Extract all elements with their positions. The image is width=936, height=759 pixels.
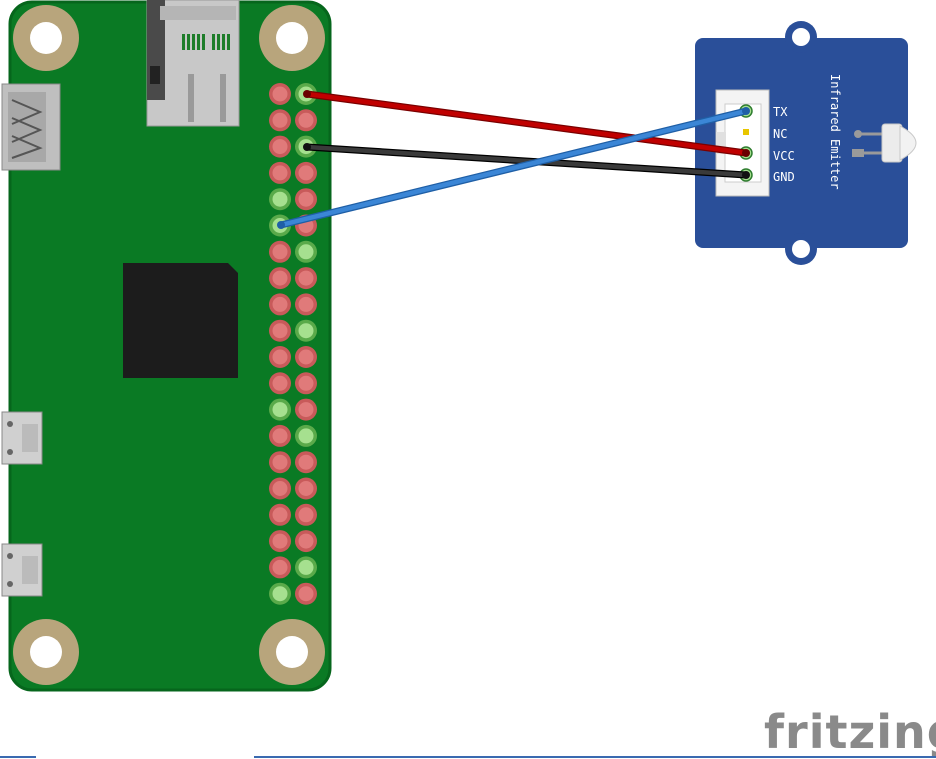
pin-label-gnd: GND xyxy=(773,170,795,184)
pin-label-vcc: VCC xyxy=(773,149,795,163)
gpio-pin-pad xyxy=(298,454,314,470)
gpio-pin-pad xyxy=(272,349,288,365)
gpio-pin-pad xyxy=(272,454,288,470)
gpio-pin-pad xyxy=(298,165,314,181)
gpio-pin-pad xyxy=(272,139,288,155)
gpio-pin-pad xyxy=(272,191,288,207)
fritzing-logo: fritzing xyxy=(764,705,936,759)
gpio-pin-pad xyxy=(272,86,288,102)
wire-end-vcc-module xyxy=(742,149,750,157)
gpio-pin-pad xyxy=(298,296,314,312)
sd-card-slot xyxy=(146,0,240,127)
mounting-hole-bottom-left xyxy=(13,619,79,685)
gpio-pin-pad xyxy=(272,323,288,339)
wire-end-vcc-pi xyxy=(303,90,311,98)
gpio-pin-pad xyxy=(272,402,288,418)
gpio-pin-pad xyxy=(272,270,288,286)
gpio-pin-pad xyxy=(272,428,288,444)
gpio-header xyxy=(269,83,317,605)
gpio-pin-pad xyxy=(298,270,314,286)
gpio-pin-pad xyxy=(298,481,314,496)
wire-end-tx-module xyxy=(742,107,750,115)
gpio-pin-pad xyxy=(298,112,314,128)
gpio-pin-pad xyxy=(272,481,288,496)
mounting-hole-top-left xyxy=(13,5,79,71)
gpio-pin-pad xyxy=(272,586,288,602)
gpio-pin-pad xyxy=(298,191,314,207)
gpio-pin-pad xyxy=(298,586,314,602)
gpio-pin-pad xyxy=(298,349,314,365)
gpio-pin-pad xyxy=(272,296,288,312)
wire-end-gnd-pi xyxy=(303,143,311,151)
gpio-pin-pad xyxy=(298,375,314,391)
pin-label-nc: NC xyxy=(773,127,787,141)
wire-end-tx-pi xyxy=(277,221,285,229)
infrared-emitter-module: TX NC VCC GND Infrared Emitter xyxy=(695,21,917,265)
mounting-hole-bottom-right xyxy=(259,619,325,685)
wire-end-gnd-module xyxy=(742,171,750,179)
wires xyxy=(277,90,750,229)
gpio-pin-pad xyxy=(298,428,314,444)
grove-connector xyxy=(715,89,770,197)
connector-pin-nc xyxy=(743,129,749,135)
gpio-pin-pad xyxy=(272,533,288,549)
gpio-pin-pad xyxy=(272,244,288,260)
ir-led-icon xyxy=(852,123,917,163)
gpio-pin-pad xyxy=(298,402,314,418)
gpio-pin-pad xyxy=(272,165,288,181)
gpio-pin-pad xyxy=(272,507,288,523)
gpio-pin-pad xyxy=(272,112,288,128)
mini-hdmi-port xyxy=(1,83,61,171)
gpio-pin-pad xyxy=(298,559,314,575)
gpio-pin-pad xyxy=(272,559,288,575)
module-title: Infrared Emitter xyxy=(828,74,842,190)
pin-label-tx: TX xyxy=(773,105,788,119)
gpio-pin-pad xyxy=(298,244,314,260)
raspberry-pi-zero-board xyxy=(1,0,332,692)
gpio-pin-pad xyxy=(298,533,314,549)
soc-chip xyxy=(123,263,238,378)
gpio-pin-pad xyxy=(298,323,314,339)
mounting-hole-top-right xyxy=(259,5,325,71)
gpio-pin-pad xyxy=(272,375,288,391)
gpio-pin-pad xyxy=(298,507,314,523)
micro-usb-port-2 xyxy=(1,543,43,597)
micro-usb-port-1 xyxy=(1,411,43,465)
